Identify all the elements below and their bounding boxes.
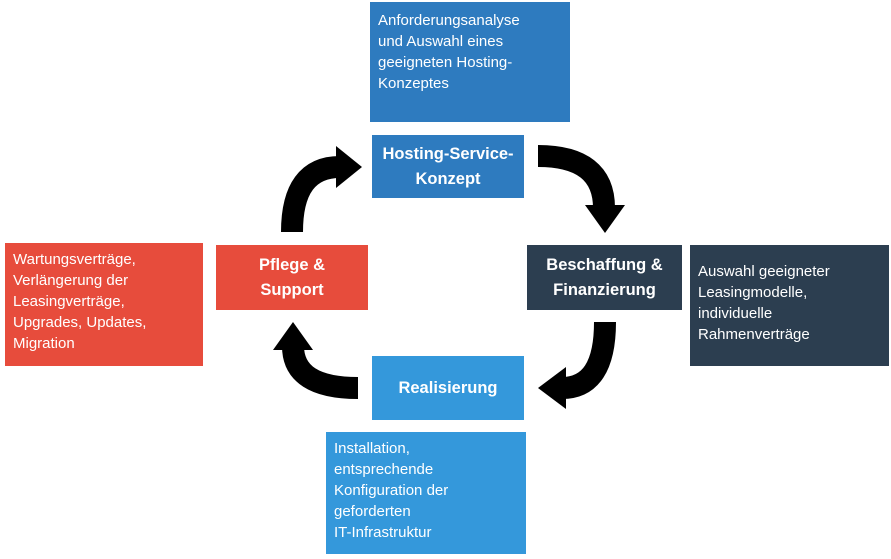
node-procurement-financing: Beschaffung & Finanzierung <box>527 245 682 310</box>
node-procurement-financing-label: Beschaffung & Finanzierung <box>546 255 663 299</box>
arrow-bottom-right-icon <box>538 321 616 409</box>
arrow-top-right-icon <box>537 145 625 233</box>
node-hosting-service-concept: Hosting-Service- Konzept <box>372 135 524 198</box>
description-hosting-concept-text: Anforderungsanalyse und Auswahl eines ge… <box>378 12 520 92</box>
description-procurement: Auswahl geeigneter Leasingmodelle, indiv… <box>690 245 889 366</box>
arrow-bottom-left-icon <box>273 322 359 399</box>
node-maintenance-support: Pflege & Support <box>216 245 368 310</box>
arrow-top-left-icon <box>281 146 362 233</box>
description-procurement-text: Auswahl geeigneter Leasingmodelle, indiv… <box>698 263 830 343</box>
node-hosting-service-concept-label: Hosting-Service- Konzept <box>382 144 514 188</box>
node-realization: Realisierung <box>372 356 524 420</box>
node-realization-label: Realisierung <box>398 378 498 397</box>
description-maintenance: Wartungsverträge, Verlängerung der Leasi… <box>5 243 203 366</box>
description-realization-text: Installation, entsprechende Konfiguratio… <box>334 440 449 541</box>
description-hosting-concept: Anforderungsanalyse und Auswahl eines ge… <box>370 2 570 122</box>
node-maintenance-support-label: Pflege & Support <box>258 255 326 299</box>
description-realization: Installation, entsprechende Konfiguratio… <box>326 432 526 554</box>
description-maintenance-text: Wartungsverträge, Verlängerung der Leasi… <box>13 251 147 352</box>
